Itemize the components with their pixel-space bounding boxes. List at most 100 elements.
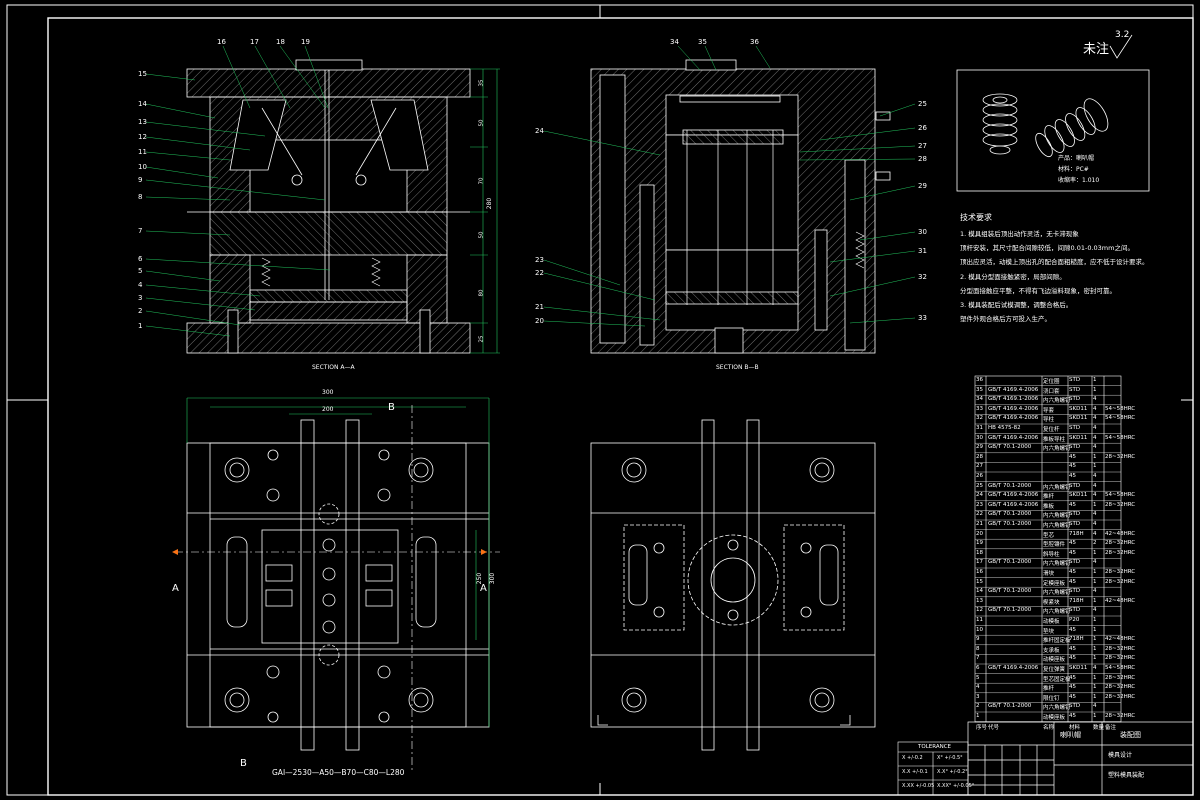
bom-cell: 718H: [1069, 530, 1084, 537]
bom-cell: GB/T 4169.4-2006: [988, 386, 1039, 393]
bom-cell: GB/T 4169.4-2006: [988, 415, 1039, 422]
bom-cell: 6: [976, 665, 980, 671]
bom-cell: 28: [976, 453, 983, 460]
bom-cell: 28~32HRC: [1105, 684, 1136, 691]
bom-cell: 1: [1093, 549, 1097, 556]
bom-cell: 36: [976, 377, 983, 383]
leader-number: 10: [138, 163, 147, 171]
bom-cell: 4: [1093, 588, 1097, 595]
tech-requirement-line: 分型面接触应平整，不得有飞边溢料现象，密封可靠。: [960, 286, 1116, 295]
bom-cell: 28~32HRC: [1105, 713, 1136, 719]
bom-cell: 4: [1093, 425, 1097, 431]
product-part-b: [1035, 98, 1109, 158]
product-name: 产品：喇叭帽: [1058, 155, 1095, 162]
bom-cell: 2: [1093, 540, 1097, 547]
leader-number: 17: [250, 38, 259, 46]
bom-cell: GB/T 70.1-2000: [988, 703, 1032, 710]
plan-b-mark-bottom: B: [240, 758, 247, 769]
dim-height-inner: 250: [476, 572, 484, 585]
bom-cell: 滑块: [1043, 571, 1055, 577]
bom-cell: STD: [1069, 386, 1081, 393]
bom-cell: STD: [1069, 703, 1081, 710]
plan-view-left: [186, 419, 490, 751]
bom-cell: 11: [976, 617, 983, 623]
dim-total-height: 280: [486, 197, 494, 210]
bom-cell: 28~32HRC: [1105, 540, 1136, 547]
bom-cell: 4: [976, 684, 980, 691]
bom-cell: 45: [1069, 501, 1076, 508]
leader-number: 2: [138, 307, 143, 315]
bom-cell: 内六角螺钉: [1043, 705, 1071, 712]
sheet-border: [6, 4, 1194, 796]
tech-requirement-line: 1. 模具组装后顶出动作灵活，无卡滞现象: [960, 230, 1079, 238]
bom-header-cell: 备注: [1105, 724, 1117, 731]
bom-cell: 4: [1093, 473, 1097, 479]
bom-cell: 28~32HRC: [1105, 693, 1136, 700]
bom-cell: 45: [1069, 453, 1076, 460]
bom-cell: 45: [1069, 578, 1076, 585]
leader-number: 16: [217, 38, 226, 46]
section-a-a-view: [186, 59, 471, 354]
roughness-note: 未注: [1083, 42, 1110, 57]
bom-row-lines: [975, 385, 1121, 722]
product-shrink: 收缩率：1.010: [1058, 177, 1100, 184]
bom-cell: 4: [1093, 482, 1097, 489]
leader-number: 8: [138, 193, 143, 201]
bom-cell: 内六角螺钉: [1043, 446, 1071, 453]
bom-cell: 45: [1069, 549, 1076, 556]
bom-cell: 4: [1093, 492, 1097, 499]
bom-cell: 18: [976, 549, 983, 556]
bom-cell: SKD11: [1069, 665, 1088, 671]
bom-cell: STD: [1069, 559, 1081, 566]
bom-cell: 4: [1093, 396, 1097, 403]
bom-cell: 1: [1093, 386, 1097, 393]
mold-base-code: GAI—2530—A50—B70—C80—L280: [272, 768, 405, 777]
bom-cell: 10: [976, 626, 983, 633]
bom-cell: SKD11: [1069, 492, 1088, 499]
bom-cell: 1: [1093, 684, 1097, 691]
bom-cell: 45: [1069, 569, 1076, 575]
bom-cell: 型腔镶件: [1043, 542, 1066, 549]
bom-cell: 16: [976, 569, 983, 575]
bom-cell: 动模座板: [1043, 715, 1066, 721]
bom-cell: 内六角螺钉: [1043, 609, 1071, 616]
leader-number: 34: [670, 38, 679, 46]
tolerance-cell: X.XX° +/-0.05°: [937, 783, 975, 789]
bom-cell: STD: [1069, 607, 1081, 614]
bom-cell: 45: [1069, 655, 1076, 662]
bom-cell: 15: [976, 578, 983, 585]
bom-cell: 32: [976, 415, 983, 422]
roughness-value: 3.2: [1115, 30, 1130, 40]
bom-cell: GB/T 70.1-2000: [988, 607, 1032, 614]
bom-cell: 9: [976, 636, 980, 643]
bom-cell: 内六角螺钉: [1043, 484, 1071, 491]
bom-cell: 54~58HRC: [1105, 492, 1136, 499]
bom-cell: 4: [1093, 530, 1097, 537]
tech-requirement-line: 顶杆安装，其尺寸配合间隙较低，间隙0.01-0.03mm之间。: [960, 244, 1134, 253]
bom-cell: 推杆固定板: [1043, 638, 1071, 645]
bom-cell: 4: [1093, 665, 1097, 671]
bom-header-cell: 数量: [1093, 724, 1105, 731]
bom-cell: 导套: [1043, 407, 1055, 414]
bom-cell: 25: [976, 482, 983, 489]
bom-cell: 4: [1093, 434, 1097, 441]
bom-cell: 内六角螺钉: [1043, 590, 1071, 597]
section-b-label: SECTION B—B: [716, 364, 759, 371]
bom-cell: 54~58HRC: [1105, 434, 1136, 441]
bom-cell: 内六角螺钉: [1043, 513, 1071, 520]
